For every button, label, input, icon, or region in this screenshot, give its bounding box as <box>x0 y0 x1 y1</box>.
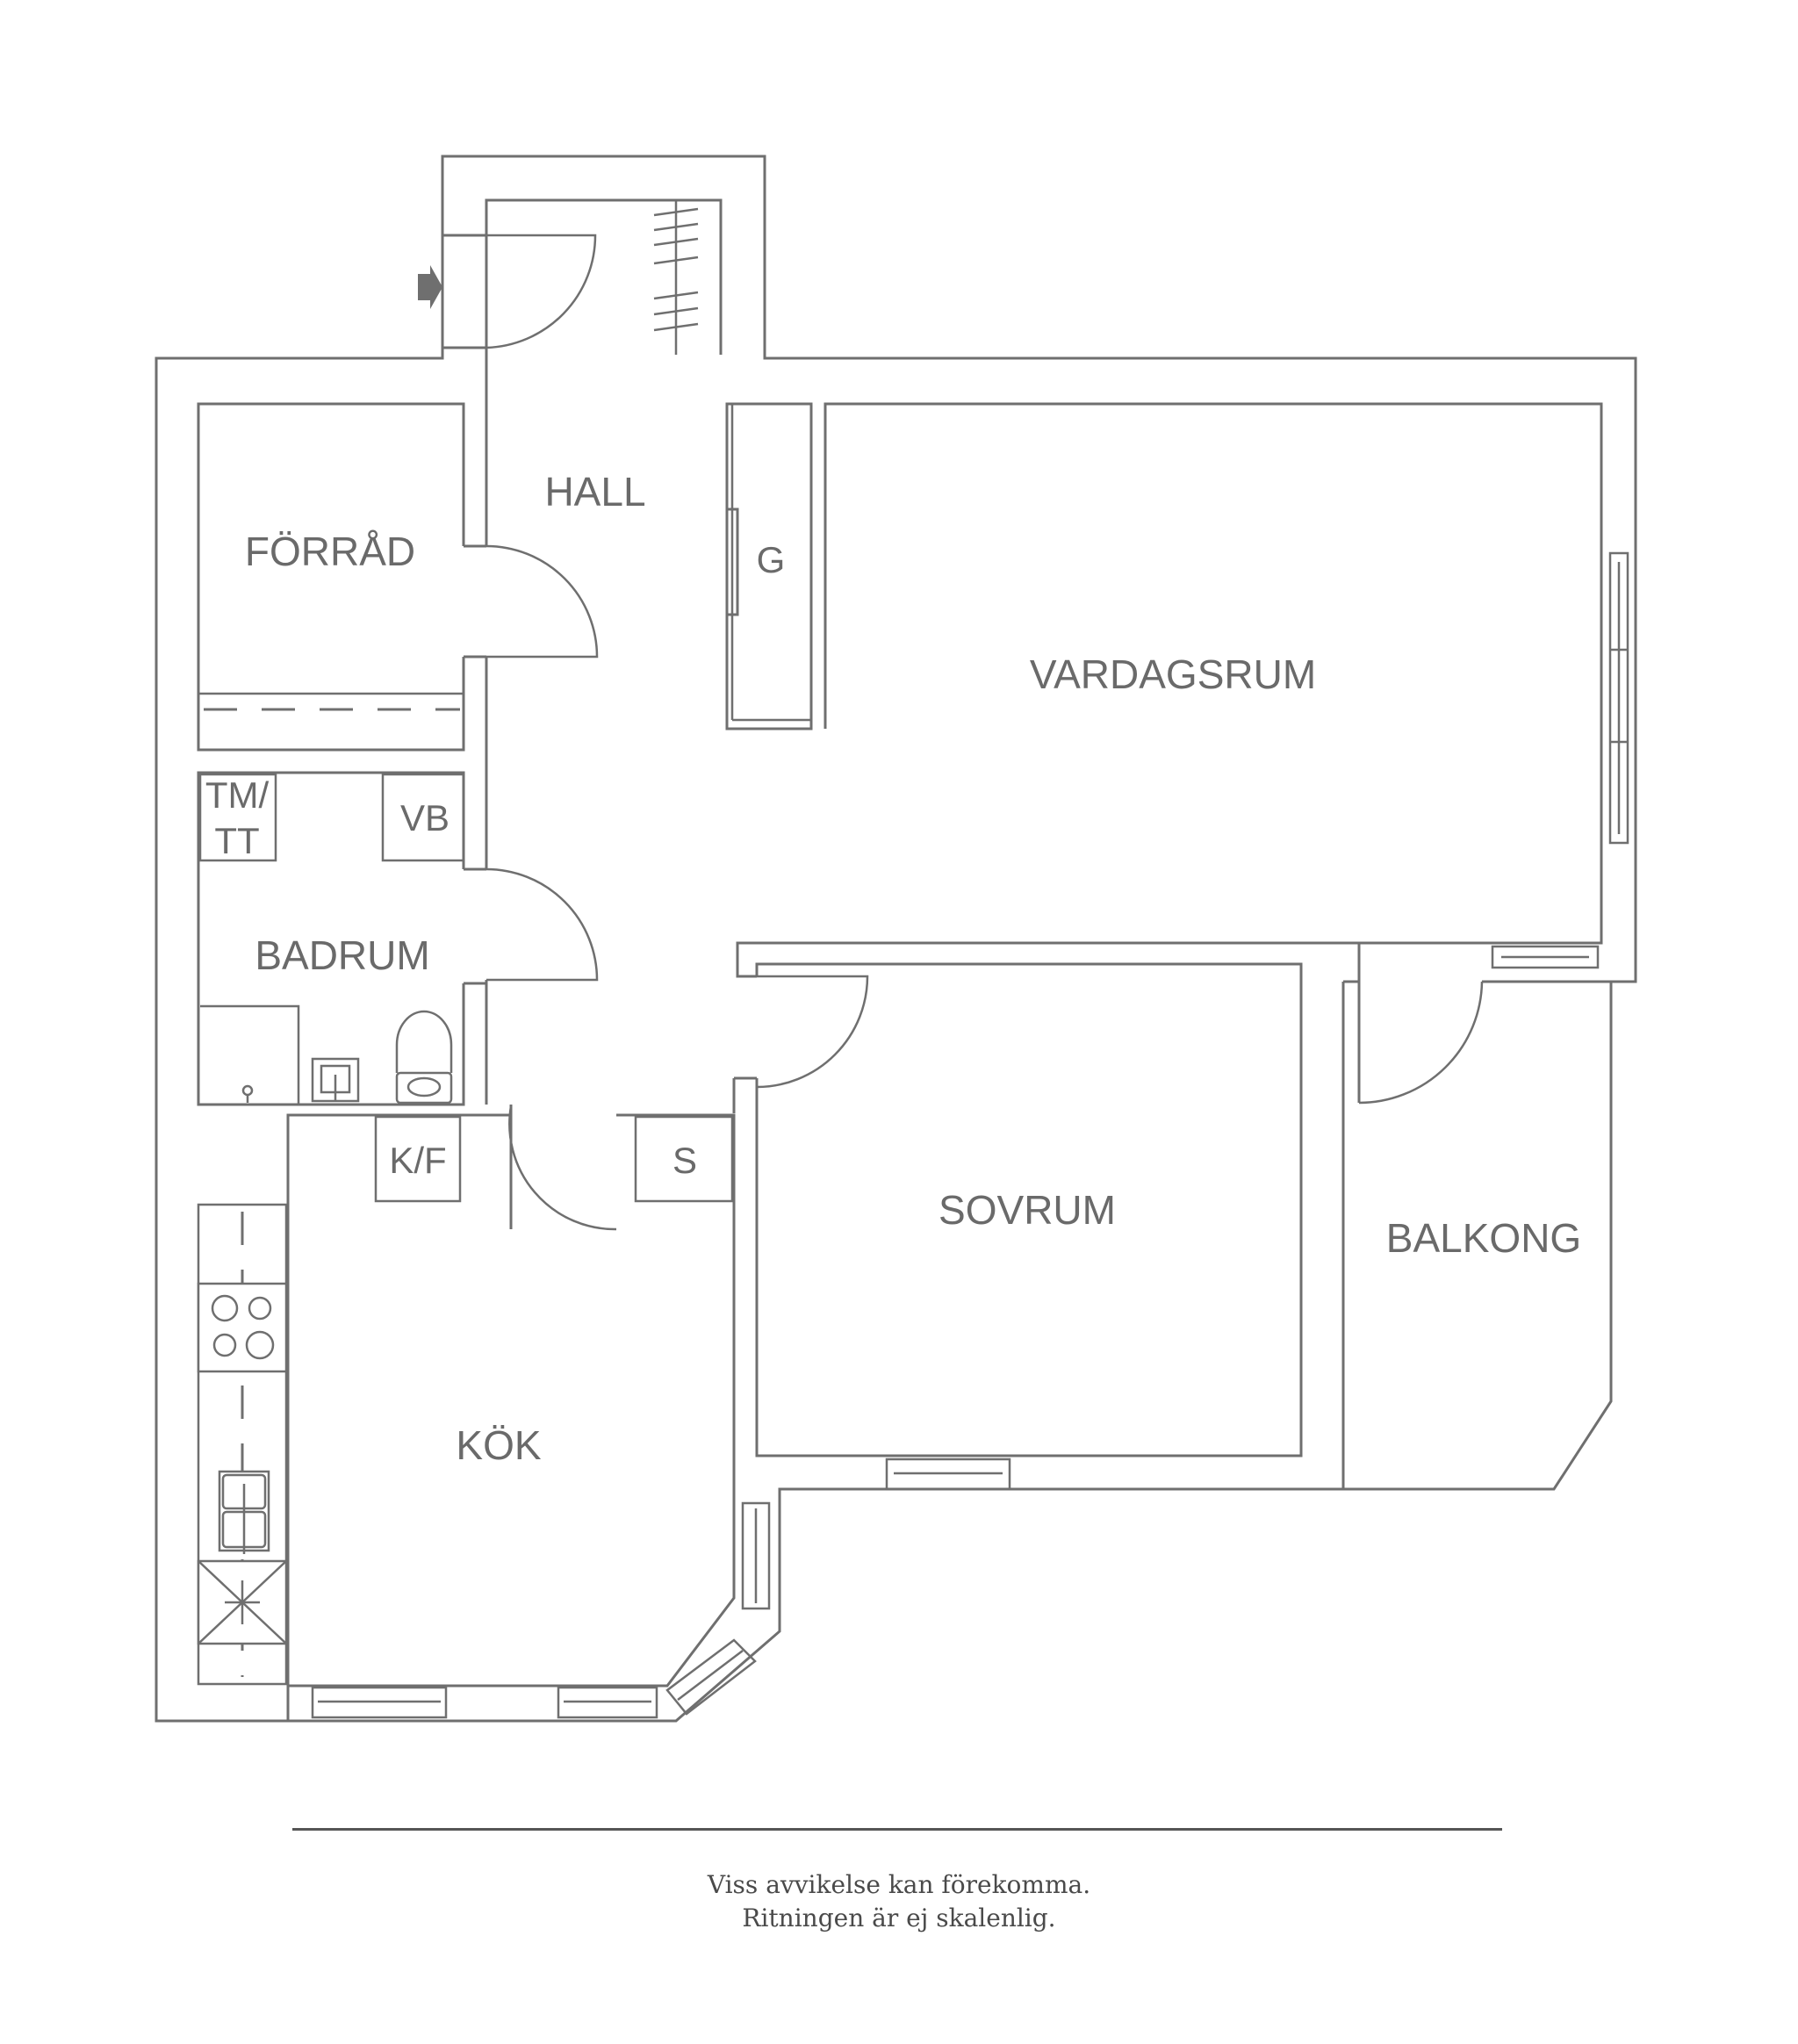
balkong-room <box>1341 980 1611 1489</box>
label-kok: KÖK <box>456 1422 541 1468</box>
stove-icon <box>197 1282 288 1373</box>
toilet-icon <box>395 1010 453 1105</box>
footer-line-1: Viss avvikelse kan förekomma. <box>707 1870 1091 1899</box>
outer-walls <box>155 155 1637 1723</box>
vardagsrum-room <box>736 402 1629 978</box>
label-hall: HALL <box>544 469 645 515</box>
badrum-room <box>197 771 599 1106</box>
shower-drain-icon <box>241 1084 254 1103</box>
label-vardagsrum: VARDAGSRUM <box>1030 651 1316 697</box>
label-vb: VB <box>400 797 450 838</box>
label-garderob: G <box>757 539 786 580</box>
label-balkong: BALKONG <box>1386 1215 1581 1261</box>
label-s: S <box>672 1140 697 1181</box>
entrance-arrow-icon <box>418 265 442 309</box>
washbasin-icon <box>311 1057 360 1103</box>
kok-room <box>197 1078 771 1721</box>
footer-divider <box>292 1828 1502 1831</box>
label-kf: K/F <box>389 1140 446 1181</box>
sovrum-room <box>734 943 1361 1491</box>
hall-wardrobe <box>653 200 699 355</box>
label-tm-line2: TT <box>214 820 259 861</box>
sink-icon <box>218 1470 270 1554</box>
fan-icon <box>197 1559 288 1645</box>
label-forrad: FÖRRÅD <box>245 529 415 574</box>
garderob <box>725 402 813 731</box>
label-tm-line1: TM/ <box>205 774 270 816</box>
label-badrum: BADRUM <box>255 932 429 978</box>
label-sovrum: SOVRUM <box>939 1187 1116 1233</box>
forrad-room <box>197 355 599 869</box>
entrance-door <box>418 234 597 349</box>
footer-line-2: Ritningen är ej skalenlig. <box>742 1904 1056 1932</box>
